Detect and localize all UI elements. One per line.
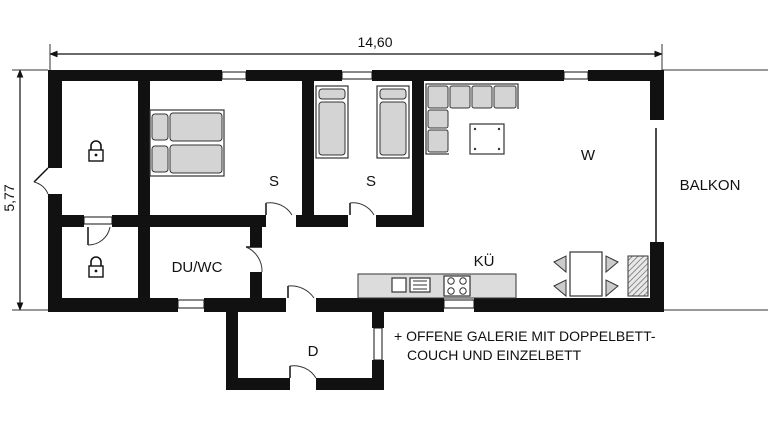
room-label-bedroom-1: S [269, 173, 279, 190]
coffee-table [469, 123, 505, 155]
dining-table [553, 251, 619, 298]
note-line-1: + OFFENE GALERIE MIT DOPPELBETT- [394, 328, 656, 344]
walls [48, 70, 664, 390]
kitchen-counter [357, 273, 517, 299]
single-bed [315, 85, 349, 159]
lock-icon [88, 256, 104, 278]
width-label: 14,60 [357, 34, 392, 50]
stove [627, 255, 649, 297]
windows [83, 71, 589, 361]
single-bed [376, 85, 410, 159]
room-label-kitchen: KÜ [474, 252, 495, 270]
room-label-balcony: BALKON [680, 177, 741, 194]
height-label: 5,77 [1, 184, 17, 211]
note-line-2: COUCH UND EINZELBETT [407, 347, 582, 363]
height-dimension [12, 69, 48, 311]
width-dimension [49, 44, 663, 70]
doors [33, 167, 375, 379]
room-label-bathroom: DU/WC [172, 259, 223, 276]
lock-icon [88, 140, 104, 162]
room-label-bedroom-2: S [366, 173, 376, 190]
room-label-hallway: D [308, 343, 319, 360]
balcony [655, 69, 768, 311]
room-label-living: W [581, 147, 596, 164]
double-bed [149, 109, 225, 177]
